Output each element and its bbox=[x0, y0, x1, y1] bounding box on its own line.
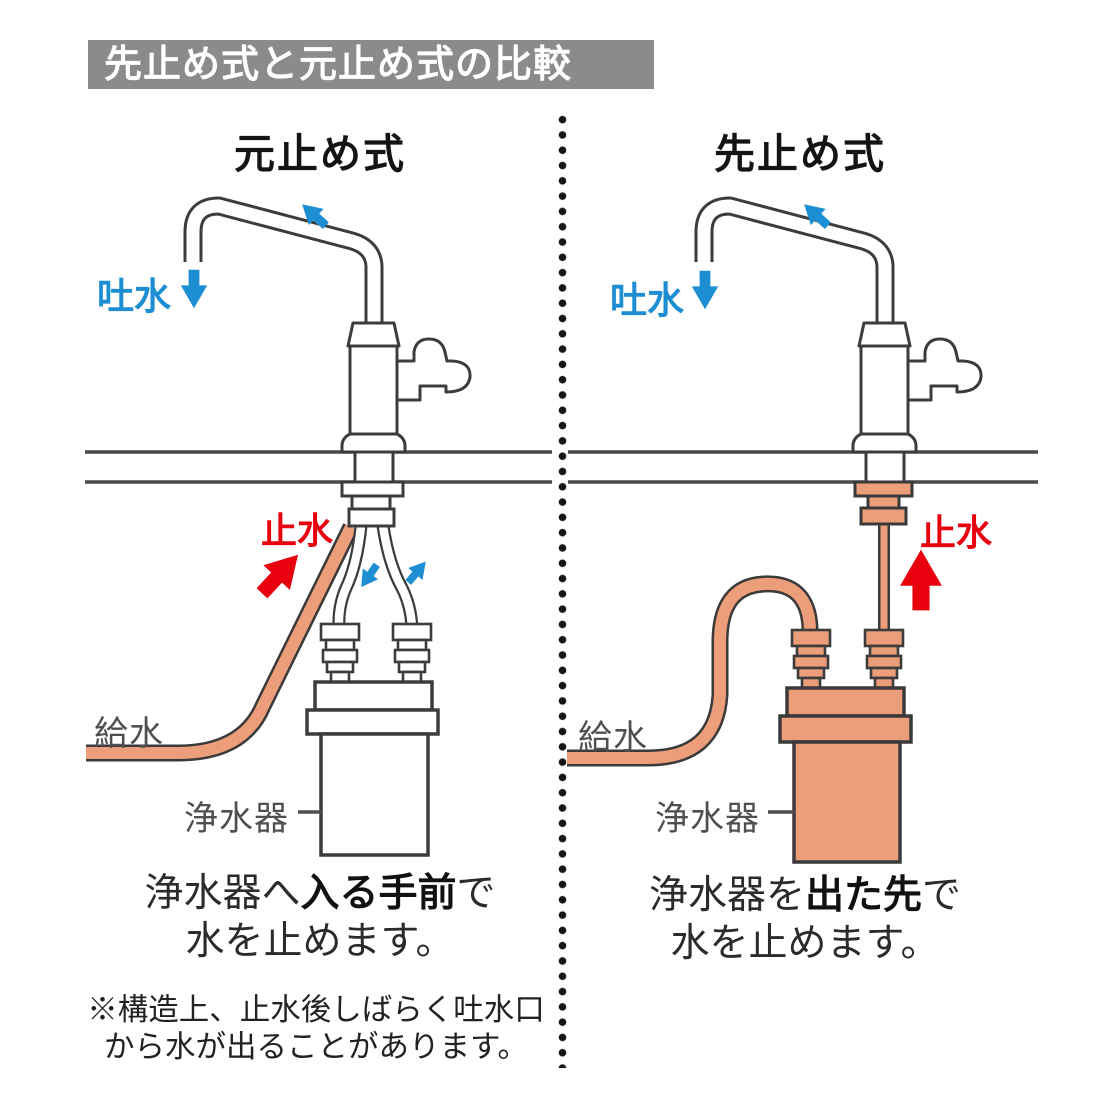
right-stop-label: 止水 bbox=[920, 512, 993, 553]
left-purifier bbox=[305, 680, 440, 857]
right-spout-down-arrow-icon bbox=[691, 270, 719, 310]
right-inlet-fitting bbox=[790, 628, 832, 690]
left-stop-label: 止水 bbox=[261, 510, 334, 551]
page-title: 先止め式と元止め式の比較 bbox=[88, 40, 654, 89]
right-caption-post: で bbox=[922, 874, 962, 917]
left-purifier-tubes bbox=[332, 525, 419, 629]
right-caption-bold: 出た先 bbox=[804, 874, 922, 917]
right-faucet bbox=[704, 206, 981, 484]
right-caption: 浄水器を出た先で 水を止めます。 bbox=[575, 872, 1035, 968]
right-heading: 先止め式 bbox=[714, 131, 886, 177]
right-purifier bbox=[778, 686, 913, 864]
left-spout-down-arrow-icon bbox=[180, 269, 208, 309]
right-supply-hose bbox=[567, 575, 819, 767]
left-faucet bbox=[193, 206, 470, 484]
left-spout-label: 吐水 bbox=[97, 276, 171, 317]
left-purifier-label: 浄水器 bbox=[184, 800, 289, 838]
left-inlet-fitting bbox=[319, 622, 361, 684]
right-caption-line2: 水を止めます。 bbox=[670, 922, 940, 965]
center-dotted-divider bbox=[558, 112, 567, 1068]
right-diagram bbox=[567, 196, 1038, 864]
right-stop-arrow-icon bbox=[900, 549, 942, 611]
right-spout-label: 吐水 bbox=[610, 280, 684, 321]
right-outlet-fitting bbox=[863, 628, 905, 690]
footnote: ※構造上、止水後しばらく吐水口 から水が出ることがあります。 bbox=[70, 992, 562, 1066]
left-caption-line2: 水を止めます。 bbox=[185, 920, 455, 963]
left-supply-label: 給水 bbox=[94, 715, 164, 753]
left-outlet-fitting bbox=[391, 622, 433, 684]
right-caption-pre: 浄水器を bbox=[648, 874, 805, 917]
left-supply-hose bbox=[86, 523, 359, 762]
left-connector bbox=[340, 480, 405, 528]
left-diagram bbox=[85, 196, 552, 857]
left-caption-bold: 入る手前 bbox=[300, 872, 457, 915]
left-heading: 元止め式 bbox=[234, 131, 406, 177]
footnote-line2: から水が出ることがあります。 bbox=[104, 1030, 528, 1064]
right-purifier-label: 浄水器 bbox=[655, 800, 760, 838]
left-caption-pre: 浄水器へ bbox=[144, 872, 301, 915]
footnote-line1: ※構造上、止水後しばらく吐水口 bbox=[87, 993, 545, 1027]
left-caption-post: で bbox=[456, 872, 496, 915]
left-caption: 浄水器へ入る手前で 水を止めます。 bbox=[85, 870, 555, 966]
right-supply-label: 給水 bbox=[578, 719, 648, 757]
right-connector bbox=[853, 480, 914, 526]
